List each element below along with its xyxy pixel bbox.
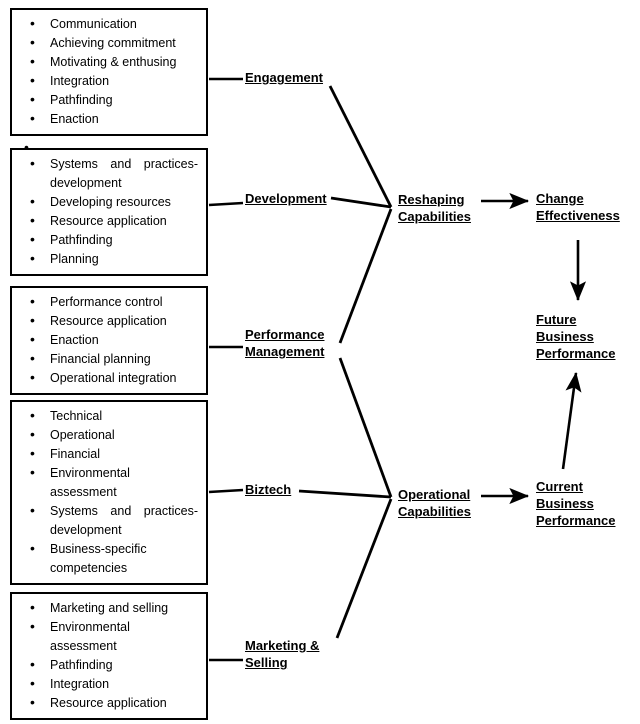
edge-biztech-items-to-biztech — [208, 488, 244, 494]
list-item: Operational integration — [16, 368, 200, 388]
node-operational-capabilities-line-2: Capabilities — [398, 504, 471, 519]
development-items-list: Systems and practices-development Develo… — [16, 154, 200, 269]
list-item: Resource application — [16, 693, 200, 713]
node-performance-management: Performance Management — [245, 326, 324, 360]
edge-biztech-to-operational — [298, 489, 392, 499]
biztech-items-box: Technical Operational Financial Environm… — [10, 400, 208, 585]
list-item: Systems and practices-development — [16, 154, 200, 193]
edge-engagement-to-reshaping — [328, 85, 393, 208]
node-current-business-performance-line-2: Business — [536, 496, 594, 511]
node-marketing-and-selling-line-2: Selling — [245, 655, 288, 670]
node-current-business-performance-line-3: Performance — [536, 513, 616, 528]
list-item: Environmental assessment — [16, 463, 200, 502]
list-item: Planning — [16, 249, 200, 269]
list-item: Technical — [16, 406, 200, 426]
node-biztech: Biztech — [245, 481, 291, 498]
orphan-bullet: • — [24, 139, 29, 155]
node-operational-capabilities-line-1: Operational — [398, 487, 471, 502]
list-item: Enaction — [16, 109, 200, 129]
edge-current-performance-to-future-performance — [561, 371, 582, 470]
node-performance-management-line-2: Management — [245, 344, 325, 359]
list-item: Developing resources — [16, 192, 200, 212]
node-marketing-and-selling-line-1: Marketing & — [245, 638, 320, 653]
list-item: Operational — [16, 425, 200, 445]
node-operational-capabilities: Operational Capabilities — [398, 486, 471, 520]
list-item: Pathfinding — [16, 90, 200, 110]
marketing-selling-items-box: Marketing and selling Environmental asse… — [10, 592, 208, 720]
list-item: Pathfinding — [16, 655, 200, 675]
list-item: Resource application — [16, 311, 200, 331]
node-future-business-performance: Future Business Performance — [536, 311, 615, 362]
list-item: Integration — [16, 71, 200, 91]
marketing-selling-items-list: Marketing and selling Environmental asse… — [16, 598, 200, 713]
edge-development-to-reshaping — [330, 196, 392, 209]
list-item: Integration — [16, 674, 200, 694]
engagement-items-list: Communication Achieving commitment Motiv… — [16, 14, 200, 129]
node-change-effectiveness-line-2: Effectiveness — [536, 208, 620, 223]
list-item: Performance control — [16, 292, 200, 312]
node-reshaping-capabilities-line-1: Reshaping — [398, 192, 465, 207]
edge-development-items-to-development — [208, 201, 244, 207]
node-current-business-performance-line-1: Current — [536, 479, 583, 494]
node-future-business-performance-line-1: Future — [536, 312, 577, 327]
node-development: Development — [245, 190, 327, 207]
list-item: Systems and practices-development — [16, 501, 200, 540]
list-item: Motivating & enthusing — [16, 52, 200, 72]
node-biztech-line-1: Biztech — [245, 482, 292, 497]
biztech-items-list: Technical Operational Financial Environm… — [16, 406, 200, 578]
node-reshaping-capabilities-line-2: Capabilities — [398, 209, 471, 224]
engagement-items-box: Communication Achieving commitment Motiv… — [10, 8, 208, 136]
node-future-business-performance-line-2: Business — [536, 329, 594, 344]
list-item: Financial planning — [16, 349, 200, 369]
performance-management-items-list: Performance control Resource application… — [16, 292, 200, 388]
list-item: Business-specific competencies — [16, 539, 200, 578]
performance-management-items-box: Performance control Resource application… — [10, 286, 208, 395]
list-item: Achieving commitment — [16, 33, 200, 53]
list-item: Financial — [16, 444, 200, 464]
node-reshaping-capabilities: Reshaping Capabilities — [398, 191, 471, 225]
edge-marketing-and-selling-to-operational — [335, 498, 393, 639]
list-item: Environmental assessment — [16, 617, 200, 656]
list-item: Marketing and selling — [16, 598, 200, 618]
node-change-effectiveness-line-1: Change — [536, 191, 584, 206]
edge-performance-management-to-operational — [338, 357, 393, 498]
list-item: Communication — [16, 14, 200, 34]
node-engagement-line-1: Engagement — [245, 70, 324, 85]
node-performance-management-line-1: Performance — [245, 327, 325, 342]
node-development-line-1: Development — [245, 191, 327, 206]
node-current-business-performance: Current Business Performance — [536, 478, 615, 529]
node-marketing-and-selling: Marketing & Selling — [245, 637, 319, 671]
list-item: Enaction — [16, 330, 200, 350]
node-future-business-performance-line-3: Performance — [536, 346, 616, 361]
node-change-effectiveness: Change Effectiveness — [536, 190, 620, 224]
development-items-box: Systems and practices-development Develo… — [10, 148, 208, 276]
list-item: Pathfinding — [16, 230, 200, 250]
edge-performance-management-to-reshaping — [338, 208, 393, 344]
node-engagement: Engagement — [245, 69, 323, 86]
list-item: Resource application — [16, 211, 200, 231]
